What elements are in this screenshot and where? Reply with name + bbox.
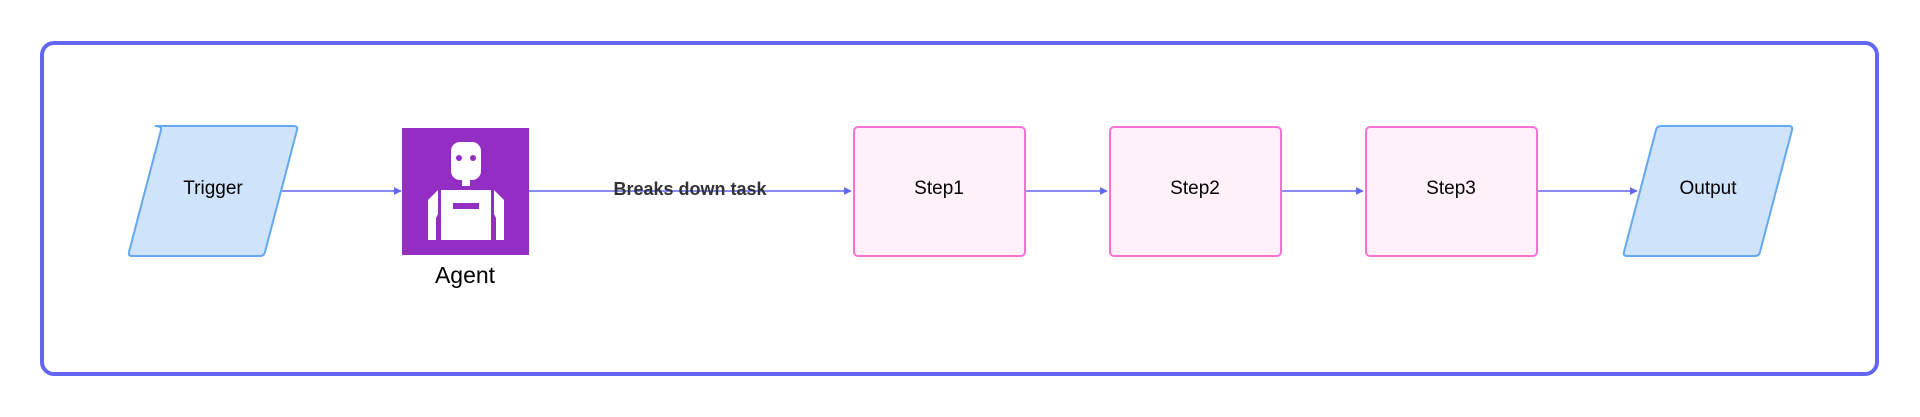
step2-box [1109,126,1282,257]
step3-box [1365,126,1538,257]
step3-label: Step3 [1426,178,1476,199]
step1-box [853,126,1026,257]
trigger-parallelogram [127,125,299,257]
output-label: Output [1679,178,1737,199]
node-step3[interactable]: Step3 [1365,126,1538,257]
node-step2[interactable]: Step2 [1109,126,1282,257]
step2-label: Step2 [1170,178,1220,199]
diagram-frame [40,41,1879,376]
node-step1[interactable]: Step1 [853,126,1026,257]
step1-label: Step1 [914,178,964,199]
node-trigger[interactable]: Trigger [127,125,299,257]
node-agent[interactable]: Agent [402,128,529,288]
node-output[interactable]: Output [1622,125,1794,257]
trigger-label: Trigger [183,178,243,199]
output-parallelogram [1622,125,1794,257]
robot-icon [428,142,504,240]
edge-label-breaks-down-task: Breaks down task [613,179,767,199]
agent-label: Agent [435,262,496,288]
